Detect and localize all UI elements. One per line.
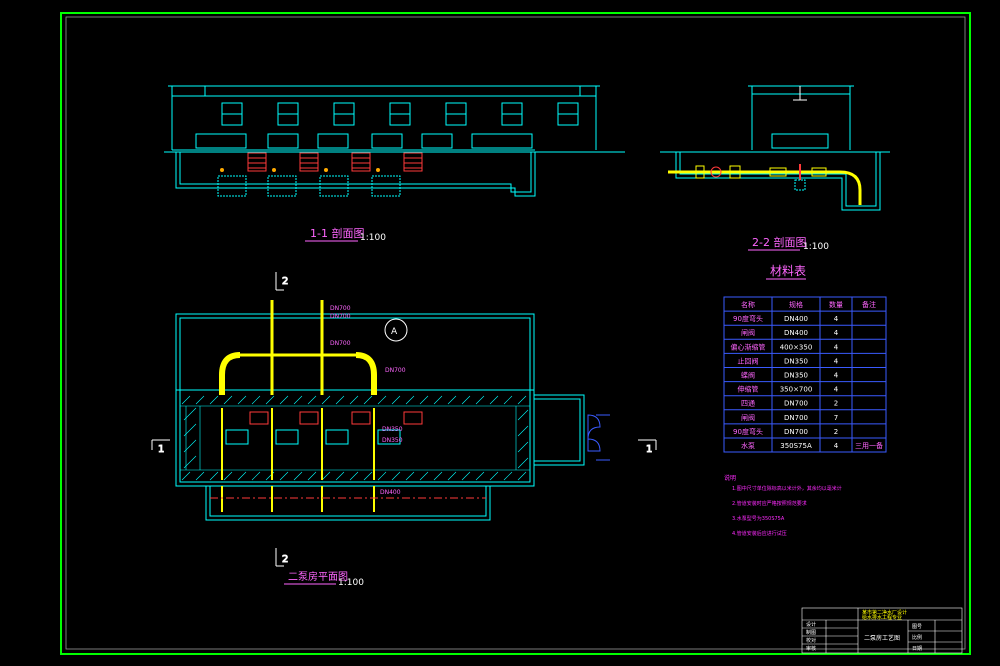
plan-title: 二泵房平面图 1:100 — [284, 570, 364, 588]
title-block-row: 审核 — [806, 645, 816, 652]
material-table-cell: 4 — [834, 315, 839, 323]
title-block-row: 校对 — [806, 637, 816, 644]
title-block-row: 制图 — [806, 629, 816, 636]
material-table-header: 名称 — [741, 300, 755, 309]
material-table-cell: 350×700 — [780, 386, 813, 394]
plan-pipes — [210, 300, 486, 512]
cut-mark-1-right: 1 — [646, 444, 652, 455]
plan-drawing — [175, 313, 610, 521]
plan-cut-marks: 2 2 1 1 — [151, 272, 657, 567]
title-block-row: 设计 — [806, 621, 816, 628]
material-table-cell: DN700 — [784, 428, 808, 436]
section-1-1-pumps — [217, 152, 423, 197]
pipe-label: DN700 — [385, 367, 406, 374]
title-block-cell: 比例 — [912, 634, 922, 641]
material-table-cell: DN350 — [784, 357, 808, 365]
plan-label: 二泵房平面图 — [288, 570, 348, 583]
note-item: 1.图中尺寸单位除标高以米计外，其余均以毫米计 — [732, 485, 842, 492]
frame-border — [65, 16, 966, 650]
material-table-cell: 400×350 — [780, 343, 813, 351]
material-table-cell: 蝶阀 — [741, 371, 755, 380]
note-item: 2.管道安装时应严格按照规范要求 — [732, 500, 807, 507]
material-table-cell: 偏心渐缩管 — [731, 342, 766, 351]
notes-title: 说明 — [724, 474, 736, 482]
pipe-label: DN700 — [330, 305, 351, 312]
plan-hatch — [180, 395, 531, 481]
cut-mark-2-top: 2 — [282, 276, 288, 287]
section-1-1-title: 1-1 剖面图 1:100 — [305, 226, 386, 243]
section-2-2-title: 2-2 剖面图 1:100 — [748, 235, 829, 252]
material-table-cell: DN700 — [784, 414, 808, 422]
title-block-cell: 日期 — [912, 646, 922, 652]
material-table-title: 材料表 — [770, 264, 806, 278]
pipe-label: DN350 — [382, 437, 403, 444]
plan-scale: 1:100 — [338, 578, 364, 588]
material-table-cell: 2 — [834, 400, 838, 408]
title-block-drawing-name: 二泵房工艺图 — [864, 634, 900, 642]
material-table-cell: DN400 — [784, 329, 808, 337]
material-table-cell: 4 — [834, 357, 839, 365]
material-table-cell: 闸阀 — [741, 328, 755, 337]
pipe-label: DN350 — [382, 426, 403, 433]
note-item: 4.管道安装后应进行试压 — [732, 530, 787, 537]
material-table-cell: 90度弯头 — [733, 427, 763, 436]
pipe-label: DN700 — [330, 340, 351, 347]
plan-pumps: A — [225, 318, 423, 445]
section-2-2-scale: 1:100 — [803, 242, 829, 252]
material-table-cell: 水泵 — [741, 441, 755, 450]
notes-block: 说明 1.图中尺寸单位除标高以米计外，其余均以毫米计 2.管道安装时应严格按照规… — [724, 474, 842, 537]
cut-mark-2-bottom: 2 — [282, 554, 288, 565]
material-table-cell: DN700 — [784, 400, 808, 408]
material-table-header: 备注 — [862, 300, 876, 309]
material-table-rows: 名称 规格 数量 备注 90度弯头 DN400 4 闸阀 DN400 4 偏心渐缩管 400×350 4… — [724, 300, 886, 450]
cut-mark-1-left: 1 — [158, 444, 164, 455]
material-table-cell: 闸阀 — [741, 413, 755, 422]
section-1-1-label: 1-1 剖面图 — [310, 226, 364, 240]
section-2-2-pipes — [668, 164, 862, 205]
plan-callout: A — [391, 327, 398, 337]
section-2-2-label: 2-2 剖面图 — [752, 235, 806, 249]
material-table-cell: 90度弯头 — [733, 314, 763, 323]
material-table-header: 数量 — [829, 300, 843, 309]
material-table-cell: 350S75A — [780, 442, 812, 450]
title-block-text: 某市第二净水厂设计 给水排水工程专业 二泵房工艺图 设计 制图 校对 审核 图号… — [806, 609, 922, 652]
title-block — [801, 607, 963, 654]
section-2-2-drawing — [660, 85, 890, 211]
material-table-cell: DN400 — [784, 315, 808, 323]
section-1-1-scale: 1:100 — [360, 233, 386, 243]
outer-border — [60, 12, 971, 655]
title-block-subtitle: 给水排水工程专业 — [862, 614, 902, 621]
material-table-header: 规格 — [789, 300, 803, 309]
material-table-cell: 止回阀 — [738, 356, 759, 365]
pipe-label: DN700 — [330, 313, 351, 320]
material-table-cell: 伸缩管 — [738, 385, 759, 394]
material-table-cell: 三用一备 — [855, 441, 883, 450]
title-block-company: 某市第二净水厂设计 — [862, 609, 907, 616]
material-table-cell: DN350 — [784, 372, 808, 380]
section-1-1-drawing — [164, 85, 625, 197]
material-table-cell: 4 — [834, 343, 839, 351]
material-table-cell: 2 — [834, 428, 838, 436]
note-item: 3.水泵型号为350S75A — [732, 515, 785, 522]
material-table-cell: 4 — [834, 372, 839, 380]
material-table-cell: 4 — [834, 442, 839, 450]
material-table-cell: 7 — [834, 414, 838, 422]
material-table: 材料表 名称 规格 数量 备注 90度弯头 DN400 4 闸阀 DN400 4 偏心渐缩管 400×… — [723, 264, 887, 453]
material-table-cell: 4 — [834, 386, 839, 394]
material-table-cell: 4 — [834, 329, 839, 337]
plan-pipe-labels: DN700 DN700 DN700 DN700 DN350 DN350 DN40… — [330, 305, 406, 496]
title-block-cell: 图号 — [912, 624, 922, 630]
material-table-cell: 四通 — [741, 399, 755, 408]
pipe-label: DN400 — [380, 489, 401, 496]
